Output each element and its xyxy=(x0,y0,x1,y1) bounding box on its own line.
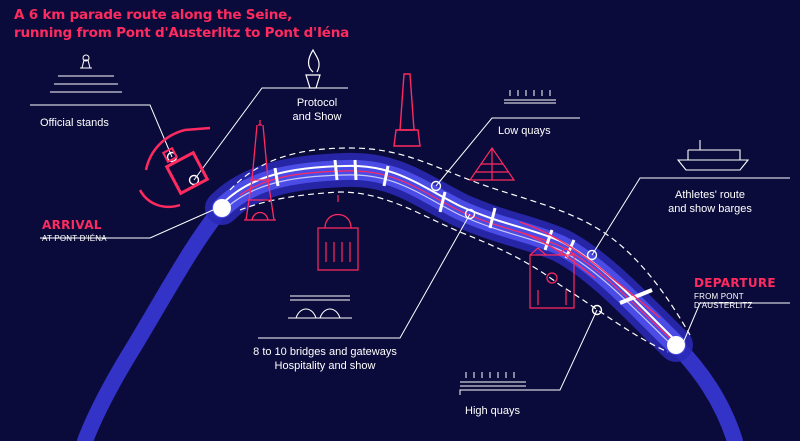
stands-icon xyxy=(50,54,122,93)
protocol-marker xyxy=(188,174,200,186)
label-protocol: Protocol and Show xyxy=(272,96,362,124)
athletes-marker xyxy=(586,249,598,261)
pyramid-icon xyxy=(468,146,516,181)
boat-icon xyxy=(676,140,750,171)
label-low-quays: Low quays xyxy=(498,125,551,137)
arrival-title: ARRIVAL xyxy=(42,218,102,232)
label-athletes-line-1: Athletes' route xyxy=(675,189,745,201)
dashed-zone-outline-lower xyxy=(239,191,669,353)
bridges-marker xyxy=(464,208,476,220)
seine-river-left xyxy=(77,200,230,441)
notre-dame-icon xyxy=(529,247,575,309)
high-quays-marker xyxy=(591,304,603,316)
label-bridges-line-2: Hospitality and show xyxy=(274,360,376,372)
label-high-quays: High quays xyxy=(465,405,521,417)
departure-subtitle: FROM PONT D'AUSTERLITZ xyxy=(694,292,753,310)
eiffel-tower-icon xyxy=(244,120,276,221)
bridge-icon xyxy=(288,295,352,319)
departure-point xyxy=(667,336,685,354)
low-quays-marker xyxy=(430,180,442,192)
show-route-red-line xyxy=(239,170,671,339)
departure-title: DEPARTURE xyxy=(694,276,776,290)
label-bridges: 8 to 10 bridges and gateways Hospitality… xyxy=(250,345,400,373)
title-line-2: running from Pont d'Austerlitz to Pont d… xyxy=(14,25,350,41)
athletes-route-line-2 xyxy=(221,174,677,350)
arrival-subtitle: AT PONT D'IÉNA xyxy=(42,234,107,243)
austerlitz-bridge xyxy=(619,288,653,305)
label-protocol-line-2: and Show xyxy=(292,111,342,123)
flame-icon xyxy=(305,48,321,89)
bridges xyxy=(273,159,576,259)
label-official-stands: Official stands xyxy=(40,117,109,129)
label-athletes-line-2: and show barges xyxy=(668,203,752,215)
page-title: A 6 km parade route along the Seine, run… xyxy=(14,6,349,42)
arrival-point xyxy=(213,199,231,217)
label-athletes-route: Athletes' route and show barges xyxy=(655,188,765,216)
low-quays-icon xyxy=(504,90,556,104)
label-protocol-line-1: Protocol xyxy=(296,97,338,109)
obelisk-icon xyxy=(393,73,421,147)
callout-lines xyxy=(30,87,790,395)
title-line-1: A 6 km parade route along the Seine, xyxy=(14,7,293,23)
show-barges xyxy=(519,221,661,319)
invalides-dome-icon xyxy=(317,195,359,271)
official-stands-structure xyxy=(138,126,211,209)
label-bridges-line-1: 8 to 10 bridges and gateways xyxy=(253,346,397,358)
high-quays-icon xyxy=(460,372,526,387)
